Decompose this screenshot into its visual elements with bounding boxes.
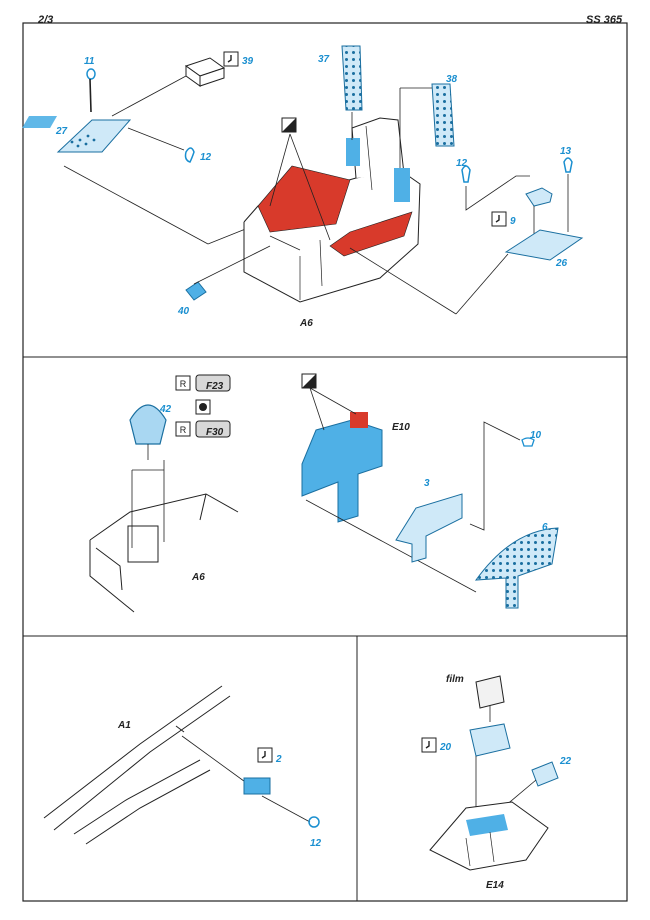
label-42: 42 — [159, 404, 172, 415]
label-20: 20 — [439, 742, 452, 753]
bend-icon — [491, 211, 507, 227]
paint-code-box-f23 — [195, 374, 231, 392]
part-39 — [184, 57, 226, 87]
svg-text:R: R — [180, 379, 187, 389]
label-12-a: 12 — [200, 152, 212, 163]
svg-text:R: R — [180, 425, 187, 435]
part-37 — [341, 45, 363, 111]
part-38-installed — [394, 168, 410, 202]
part-40 — [185, 281, 207, 301]
rub-down-icon: R — [175, 375, 191, 391]
caption-e10: E10 — [392, 422, 410, 433]
panel-1 — [22, 45, 584, 315]
bend-icon — [257, 747, 273, 763]
label-12-b: 12 — [456, 158, 468, 169]
panel-4 — [429, 675, 559, 871]
label-13: 13 — [560, 146, 572, 157]
caption-a1: A1 — [117, 720, 131, 731]
red-console-part — [329, 211, 413, 257]
part-e10 — [301, 419, 383, 523]
label-film: film — [446, 674, 464, 685]
part-9 — [525, 187, 553, 207]
bend-icon — [223, 51, 239, 67]
caption-a6-mid: A6 — [191, 572, 205, 583]
film-part — [475, 675, 505, 709]
bend-icon — [421, 737, 437, 753]
label-12-c: 12 — [310, 838, 322, 849]
sheet-frame — [22, 22, 628, 902]
caption-e14: E14 — [486, 880, 504, 891]
label-9: 9 — [510, 216, 516, 227]
label-39: 39 — [242, 56, 254, 67]
red-floor-part — [257, 165, 351, 233]
paint-code-f30: F30 — [206, 427, 224, 438]
console-a6 — [89, 493, 239, 613]
part-22 — [531, 761, 559, 787]
paint-icon — [301, 373, 317, 389]
label-22: 22 — [559, 756, 572, 767]
label-6: 6 — [542, 522, 548, 533]
part-10 — [521, 437, 535, 447]
part-11 — [86, 68, 96, 113]
gloss-icon — [195, 399, 211, 415]
label-2: 2 — [275, 754, 282, 765]
red-tab — [350, 412, 368, 428]
part-13 — [563, 157, 573, 173]
paint-code-box-f30 — [195, 420, 231, 438]
label-37: 37 — [318, 54, 330, 65]
label-10: 10 — [530, 430, 542, 441]
part-27 — [22, 116, 132, 153]
label-38: 38 — [446, 74, 458, 85]
label-11: 11 — [84, 56, 95, 67]
paint-icon — [281, 117, 297, 133]
label-40: 40 — [177, 306, 190, 317]
rub-down-icon: R — [175, 421, 191, 437]
label-3: 3 — [424, 478, 430, 489]
label-26: 26 — [555, 258, 568, 269]
canopy-rail-a1 — [43, 685, 231, 845]
part-12-b — [461, 165, 471, 183]
label-27: 27 — [55, 126, 68, 137]
part-20 — [469, 723, 511, 757]
part-37-installed — [346, 138, 360, 166]
part-38 — [431, 83, 455, 147]
part-3 — [395, 493, 463, 563]
seat-e14 — [429, 801, 549, 871]
part-26 — [504, 229, 584, 261]
part-12-c — [308, 816, 320, 828]
part-42 — [129, 404, 167, 445]
part-12-a — [184, 147, 195, 163]
paint-code-f23: F23 — [206, 381, 224, 392]
panel-2 — [89, 387, 559, 613]
caption-a6-top: A6 — [299, 318, 313, 329]
part-2 — [243, 777, 271, 795]
panel-3 — [43, 685, 320, 845]
part-6 — [474, 527, 559, 609]
